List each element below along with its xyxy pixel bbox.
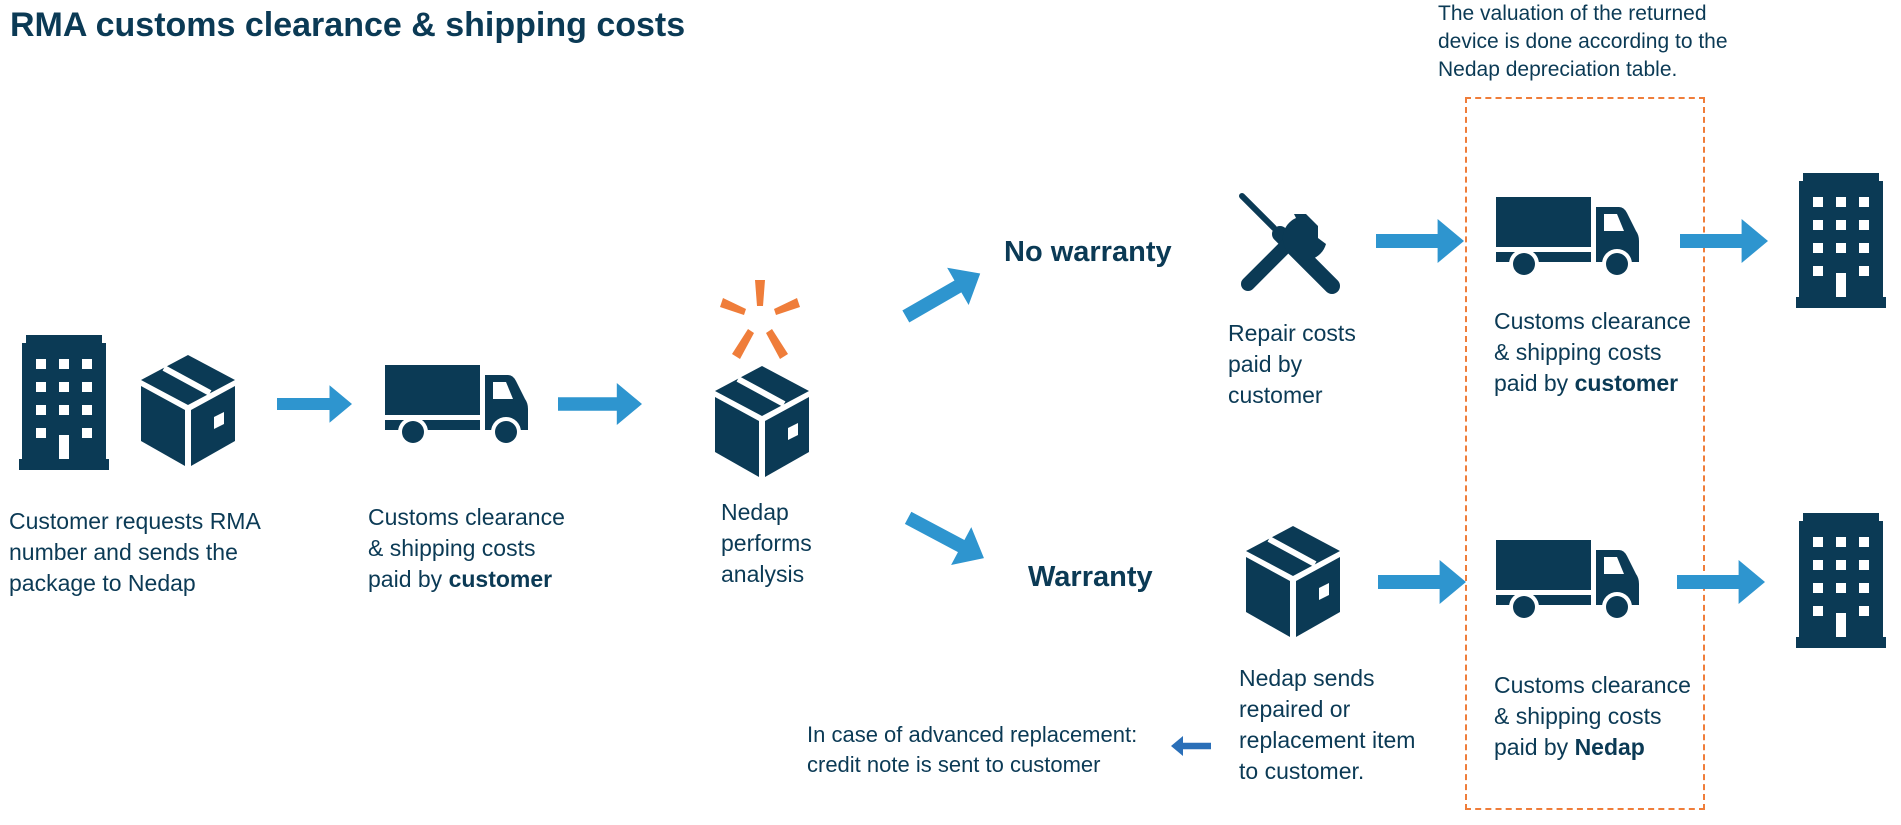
- text-line: repaired or: [1239, 696, 1351, 722]
- arrow-icon: [895, 254, 991, 336]
- repair-costs-text: Repair costs paid by customer: [1228, 318, 1356, 411]
- text-line: number and sends the: [9, 539, 238, 565]
- no-warranty-shipping-text: Customs clearance & shipping costs paid …: [1494, 306, 1691, 399]
- arrow-icon: [1376, 216, 1464, 266]
- warranty-label: Warranty: [1028, 561, 1153, 593]
- text-line: package to Nedap: [9, 570, 196, 596]
- text-line: & shipping costs: [368, 535, 536, 561]
- valuation-highlight-box: [1465, 97, 1705, 810]
- valuation-note: The valuation of the returned device is …: [1438, 0, 1728, 84]
- building-icon: [19, 335, 109, 470]
- truck-icon: [385, 365, 530, 447]
- arrow-icon: [1680, 216, 1768, 266]
- box-icon: [712, 364, 812, 479]
- customer-request-text: Customer requests RMA number and sends t…: [9, 506, 261, 599]
- replacement-note: In case of advanced replacement: credit …: [807, 720, 1137, 780]
- text-line: customer: [1228, 382, 1323, 408]
- text-line: In case of advanced replacement:: [807, 722, 1138, 747]
- text-line: & shipping costs: [1494, 703, 1662, 729]
- box-icon: [1243, 524, 1343, 639]
- arrow-icon: [1677, 557, 1765, 607]
- text-line: Customs clearance: [368, 504, 565, 530]
- building-icon: [1796, 173, 1886, 308]
- valuation-note-line: Nedap depreciation table.: [1438, 58, 1678, 81]
- inbound-shipping-text: Customs clearance & shipping costs paid …: [368, 502, 565, 595]
- text-line: to customer.: [1239, 758, 1365, 784]
- text-line: Customer requests RMA: [9, 508, 261, 534]
- spark-icon: [720, 280, 800, 359]
- text-line: replacement item: [1239, 727, 1416, 753]
- box-icon: [138, 353, 238, 468]
- arrow-icon: [1378, 557, 1466, 607]
- page-title: RMA customs clearance & shipping costs: [10, 6, 686, 44]
- text-line: Repair costs: [1228, 320, 1356, 346]
- valuation-note-line: device is done according to the: [1438, 30, 1728, 53]
- payer: Nedap: [1574, 734, 1645, 760]
- text-line: paid by customer: [1494, 368, 1691, 399]
- arrow-icon: [277, 379, 352, 429]
- text-line: paid by: [1228, 351, 1303, 377]
- no-warranty-label: No warranty: [1004, 236, 1172, 268]
- wrench-screwdriver-icon: [1234, 188, 1344, 298]
- arrow-icon: [897, 498, 995, 578]
- text-line: Nedap: [721, 499, 789, 525]
- text-line: Customs clearance: [1494, 308, 1691, 334]
- analysis-text: Nedap performs analysis: [721, 497, 812, 590]
- payer: customer: [1574, 370, 1679, 396]
- text-line: performs: [721, 530, 812, 556]
- payer: customer: [448, 566, 553, 592]
- text-line: Customs clearance: [1494, 672, 1691, 698]
- text-line: credit note is sent to customer: [807, 752, 1101, 777]
- valuation-note-line: The valuation of the returned: [1438, 2, 1707, 25]
- building-icon: [1796, 513, 1886, 648]
- paid-by-prefix: paid by: [1494, 370, 1575, 396]
- warranty-shipping-text: Customs clearance & shipping costs paid …: [1494, 670, 1691, 763]
- truck-icon: [1496, 197, 1641, 279]
- arrow-left-icon: [1171, 736, 1211, 756]
- arrow-icon: [558, 379, 642, 429]
- text-line: paid by customer: [368, 564, 565, 595]
- nedap-sends-text: Nedap sends repaired or replacement item…: [1239, 663, 1415, 787]
- text-line: & shipping costs: [1494, 339, 1662, 365]
- truck-icon: [1496, 540, 1641, 622]
- text-line: paid by Nedap: [1494, 732, 1691, 763]
- text-line: analysis: [721, 561, 805, 587]
- paid-by-prefix: paid by: [1494, 734, 1575, 760]
- paid-by-prefix: paid by: [368, 566, 449, 592]
- text-line: Nedap sends: [1239, 665, 1375, 691]
